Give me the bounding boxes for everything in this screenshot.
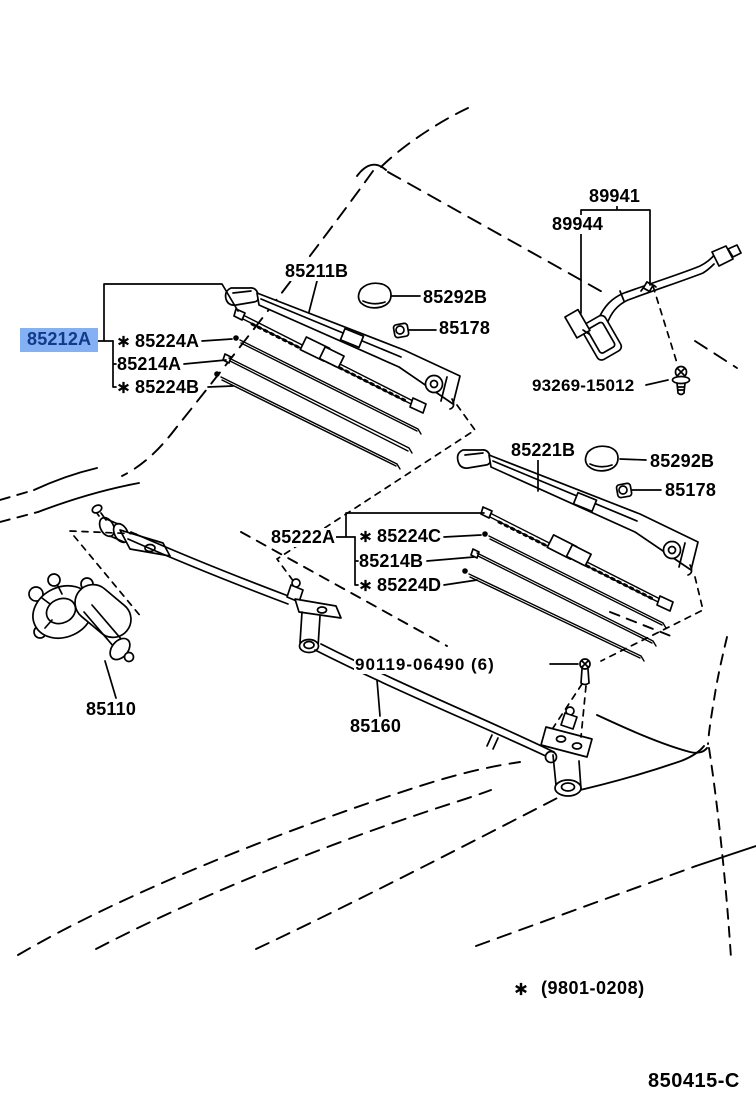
asterisk-icon — [359, 579, 372, 592]
pivot-nut-1-drawing — [392, 322, 410, 339]
pivot-nut-2-drawing — [615, 482, 633, 499]
asterisk-icon — [117, 335, 130, 348]
part-label-85214b[interactable]: 85214B — [359, 551, 424, 571]
wiper-linkage-drawing — [91, 504, 593, 797]
pivot-cap-1-drawing — [357, 282, 392, 309]
pivot-cap-2-drawing — [584, 445, 619, 472]
part-label-85292b-2[interactable]: 85292B — [649, 451, 716, 471]
part-label-89944[interactable]: 89944 — [551, 214, 605, 234]
label-leader-lines — [97, 202, 669, 717]
part-label-85178-2[interactable]: 85178 — [664, 480, 718, 500]
part-label-85211b[interactable]: 85211B — [284, 261, 350, 281]
wiper-motor-drawing — [28, 573, 135, 663]
wiper-arm-1-drawing — [224, 287, 461, 410]
footnote-range: (9801-0208) — [541, 978, 645, 998]
windshield-outline — [0, 107, 738, 647]
part-label-85292b-1[interactable]: 85292B — [422, 287, 489, 307]
part-label-85224b[interactable]: 85224B — [117, 378, 200, 397]
part-label-85222a[interactable]: 85222A — [270, 527, 337, 547]
wiper-blade-1-drawing — [214, 308, 427, 470]
part-label-89941[interactable]: 89941 — [588, 186, 642, 206]
cowl-body-outline — [17, 636, 756, 959]
assembly-dashed-leaders — [69, 285, 704, 738]
asterisk-icon — [514, 982, 528, 996]
part-label-85160[interactable]: 85160 — [349, 716, 403, 736]
wiper-arm-2-drawing — [456, 449, 699, 576]
footnote: (9801-0208) — [514, 978, 645, 999]
part-label-90119-06490[interactable]: 90119-06490 (6) — [354, 655, 496, 674]
part-label-85178-1[interactable]: 85178 — [438, 318, 492, 338]
part-label-85110[interactable]: 85110 — [85, 699, 138, 719]
part-label-85224d[interactable]: 85224D — [359, 576, 442, 595]
part-label-85224a[interactable]: 85224A — [117, 332, 200, 351]
sensor-screw-drawing — [671, 365, 691, 396]
part-label-85212a-highlighted[interactable]: 85212A — [20, 328, 99, 352]
pivot-bolt-drawing — [579, 658, 591, 686]
part-label-85221b[interactable]: 85221B — [510, 440, 577, 460]
asterisk-icon — [359, 530, 372, 543]
part-label-85224c[interactable]: 85224C — [359, 527, 442, 546]
drawing-code: 850415-C — [648, 1070, 740, 1092]
sensor-harness-drawing — [564, 244, 742, 361]
part-label-93269-15012[interactable]: 93269-15012 — [531, 376, 636, 395]
asterisk-icon — [117, 381, 130, 394]
wiper-blade-2-drawing — [462, 506, 674, 662]
part-label-85214a[interactable]: 85214A — [117, 354, 182, 374]
